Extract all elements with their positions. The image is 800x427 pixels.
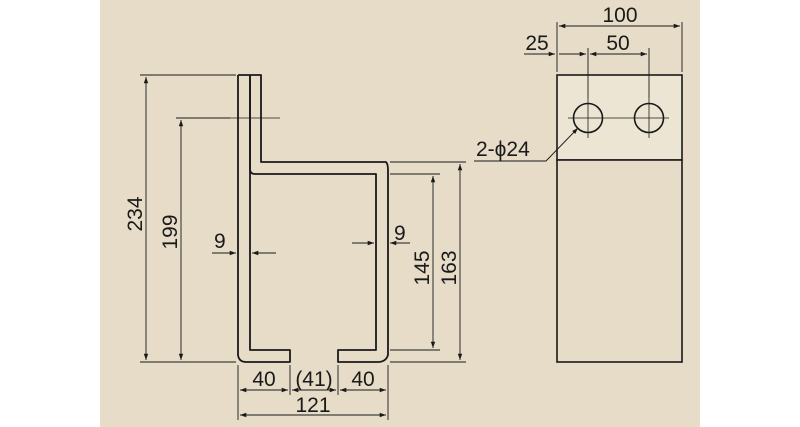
front-view: 100 25 50 2-ϕ24 bbox=[474, 4, 683, 363]
dim-hole-pitch: 50 bbox=[606, 32, 629, 55]
dim-overall-width: 121 bbox=[295, 394, 330, 417]
hole-callout: 2-ϕ24 bbox=[476, 138, 530, 161]
dim-overall-height: 234 bbox=[124, 196, 147, 231]
dim-outer-height: 163 bbox=[438, 250, 461, 285]
dim-inner-height: 145 bbox=[411, 250, 434, 285]
bracket-profile bbox=[238, 74, 389, 363]
dim-left-thickness: 9 bbox=[214, 230, 226, 253]
dim-plate-width: 100 bbox=[602, 4, 637, 27]
dim-bottom-gap: (41) bbox=[295, 368, 332, 391]
side-view: 234 199 9 9 145 163 40 (41) 40 bbox=[124, 74, 466, 420]
dim-hole-height: 199 bbox=[159, 214, 182, 249]
dim-right-thickness: 9 bbox=[394, 222, 406, 245]
bracket-left-leg bbox=[237, 75, 291, 363]
dim-edge-to-hole: 25 bbox=[525, 32, 548, 55]
dim-bottom-left-flange: 40 bbox=[252, 368, 275, 391]
dim-bottom-right-flange: 40 bbox=[351, 368, 374, 391]
plate-lower bbox=[556, 159, 683, 363]
